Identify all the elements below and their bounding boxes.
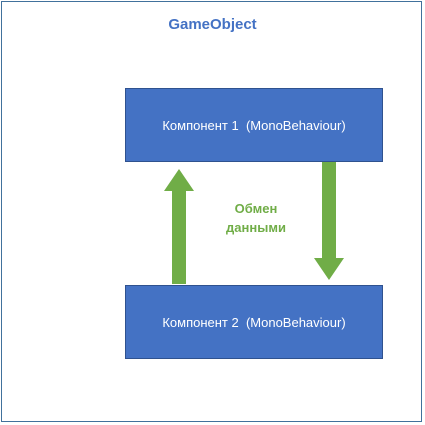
exchange-label-line1: Обмен — [234, 201, 278, 216]
component-1-label: Компонент 1 (MonoBehaviour) — [162, 117, 346, 133]
exchange-label-line2: данными — [226, 220, 286, 235]
data-exchange-label: Обмен данными — [196, 199, 316, 237]
component-2-label: Компонент 2 (MonoBehaviour) — [162, 314, 346, 330]
gameobject-title: GameObject — [168, 16, 257, 33]
arrow-up-icon — [164, 169, 194, 284]
component-2-box: Компонент 2 (MonoBehaviour) — [125, 285, 383, 359]
component-1-box: Компонент 1 (MonoBehaviour) — [125, 88, 383, 162]
arrow-down-icon — [314, 162, 344, 280]
